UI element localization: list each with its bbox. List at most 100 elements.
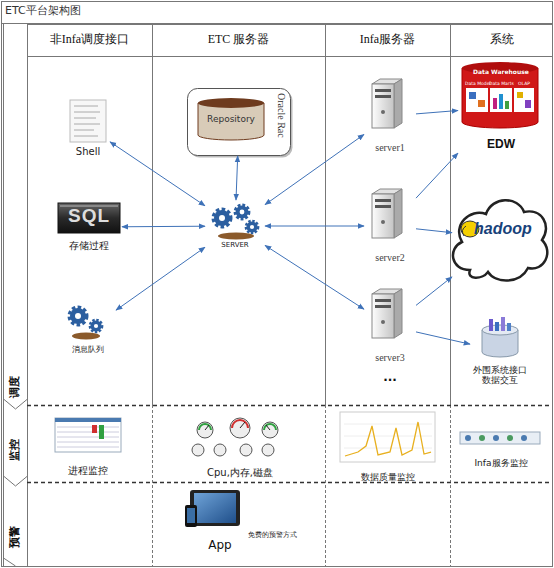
node-text: Shell [56, 146, 120, 158]
edw-panel [466, 88, 488, 112]
document-line [74, 124, 100, 125]
process-monitor: 进程监控 [52, 415, 124, 477]
gauge [192, 444, 204, 456]
edw-system: Data WarehouseData ModelData MartsOLAPED… [458, 60, 544, 154]
column-header: Infa服务器 [325, 24, 450, 56]
node-text: Repository [197, 114, 265, 124]
chart-grid [344, 436, 432, 437]
document-line [74, 106, 98, 107]
document-line [74, 136, 98, 137]
gauge [240, 444, 252, 456]
column-header: ETC 服务器 [152, 24, 325, 56]
node-text: Data Warehouse [458, 69, 544, 76]
diagram-title: ETC平台架构图 [5, 5, 81, 18]
gear-base [218, 233, 254, 240]
node-text: 存储过程 [49, 240, 129, 252]
connector-arrow [265, 134, 364, 204]
node-text: server1 [360, 142, 420, 154]
node-text: Data Marts [489, 81, 513, 86]
column-header: 系统 [450, 24, 553, 56]
server-icon [372, 289, 402, 338]
strip-line [27, 24, 28, 566]
row-chevron [4, 399, 28, 409]
connector-arrow [416, 110, 458, 113]
table-row [57, 432, 119, 433]
gauge-arc [199, 424, 211, 430]
column-line [450, 24, 451, 405]
gauge [262, 444, 274, 456]
node-text: Oracle Rac [273, 93, 287, 138]
panel-mark [478, 100, 485, 107]
connector-arrow [416, 229, 452, 233]
node-text: 免费的预警方式 [248, 531, 310, 539]
table-row [57, 447, 119, 448]
gear-icon [236, 206, 249, 219]
strip-line [3, 24, 4, 566]
infa-server: server2 [364, 188, 416, 264]
chart-line [345, 422, 431, 456]
column-header: 非Infa调度接口 [27, 24, 152, 56]
bar-mark [489, 319, 493, 331]
gear-base [72, 333, 100, 340]
status-cell [99, 425, 104, 439]
oracle-box [188, 89, 291, 156]
node-text: EDW [458, 138, 544, 152]
connector-arrow [416, 153, 458, 198]
node-text: 外围系统接口 数据交互 [470, 365, 530, 386]
queue-icon: 消息队列 [60, 302, 116, 358]
node-text: server3 [360, 352, 420, 364]
panel-mark [493, 98, 497, 109]
gauge-arc [232, 420, 248, 428]
chart-grid [344, 448, 432, 449]
document-line [74, 118, 96, 119]
panel-mark [525, 100, 531, 108]
edw-cylinder [462, 68, 538, 128]
cylinder-top [482, 325, 518, 335]
server-icon [372, 189, 402, 238]
infa-server: server3 [364, 288, 416, 364]
node-text: Data Model [465, 81, 489, 86]
sql-icon: SQL存储过程 [56, 200, 122, 254]
row-chevron [4, 558, 16, 566]
node-text: Cpu,内存,磁盘 [182, 467, 298, 479]
column-line [152, 405, 153, 566]
connector-arrow [236, 156, 238, 200]
column-line [325, 405, 326, 566]
service-monitor: Infa服务监控 [455, 428, 547, 472]
node-text: SQL [58, 205, 120, 227]
quality-monitor: 数据质量监控 [338, 410, 438, 486]
header-row [28, 25, 553, 57]
row-band: 调度 [3, 56, 27, 405]
row-divider [27, 405, 552, 407]
interface-system: 外围系统接口 数据交互 [470, 314, 530, 388]
hadoop-cloud [453, 200, 547, 280]
hadoop-cloud: hadoop [452, 190, 550, 286]
title-rule [2, 23, 553, 24]
document-line [74, 112, 100, 113]
shell-document [70, 100, 106, 142]
gauge [262, 422, 278, 438]
connector-arrow [416, 332, 470, 344]
node-text: 调度 [9, 368, 22, 398]
service-dot [507, 435, 513, 441]
oracle-box: Oracle Rac Repository [187, 88, 291, 156]
resource-monitor: Cpu,内存,磁盘 [182, 415, 298, 481]
service-dot [493, 435, 499, 441]
node-text: Infa服务监控 [455, 458, 547, 468]
node-text: App [190, 539, 250, 553]
gear-icon [70, 308, 86, 324]
tablet-body [190, 490, 240, 526]
panel-mark [469, 92, 476, 99]
node-text: SERVER [200, 241, 270, 249]
sql-symbol [58, 203, 120, 233]
gauge-needle [240, 422, 245, 428]
node-text: 数据质量监控 [338, 472, 438, 482]
tablet-screen [194, 493, 236, 523]
phone-body [185, 505, 197, 527]
gauge [197, 422, 213, 438]
node-text: server2 [360, 252, 420, 264]
document-line [74, 130, 94, 131]
gauge [214, 444, 226, 456]
